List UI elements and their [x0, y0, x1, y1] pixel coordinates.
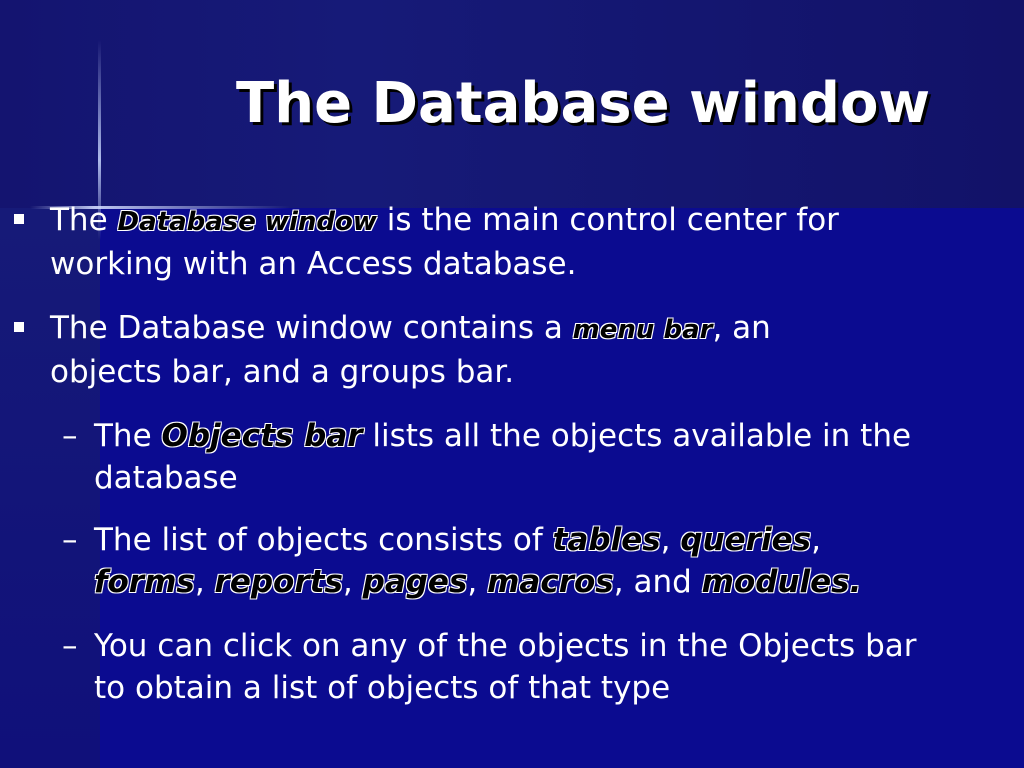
emphasis-forms: forms [94, 564, 195, 600]
emphasis-macros: macros [487, 564, 614, 600]
sub-bullet-3-line-1: You can click on any of the objects in t… [94, 628, 917, 664]
content-background [100, 208, 1024, 768]
text-segment: is the main control center for [376, 202, 839, 238]
text-segment: , [467, 564, 488, 600]
bullet-1-line-1: The Database window is the main control … [50, 198, 839, 244]
emphasis-pages: pages [362, 564, 468, 600]
sub-bullet-1-line-2: database [94, 460, 238, 496]
emphasis-tables: tables [552, 522, 661, 558]
text-segment: lists all the objects available in the [362, 418, 912, 454]
sub-bullet-2-line-1: The list of objects consists of tables, … [94, 518, 821, 562]
left-band [0, 208, 100, 768]
text-segment: The [50, 202, 118, 238]
bullet-marker [14, 322, 24, 332]
text-segment: The [94, 418, 162, 454]
bullet-1-line-2: working with an Access database. [50, 246, 577, 282]
slide-title: The Database window [236, 71, 931, 136]
text-segment: , [194, 564, 215, 600]
text-segment: , [811, 522, 821, 558]
emphasis-reports: reports [214, 564, 343, 600]
text-segment: , an [712, 310, 771, 346]
text-segment: , and [613, 564, 702, 600]
bullet-marker [14, 214, 24, 224]
sub-bullet-dash: – [62, 628, 78, 664]
text-segment: , [660, 522, 681, 558]
emphasis-database-window: Database window [117, 207, 377, 237]
sub-bullet-3-line-2: to obtain a list of objects of that type [94, 670, 671, 706]
emphasis-queries: queries [680, 522, 812, 558]
title-band [0, 0, 1024, 208]
text-segment: The list of objects consists of [94, 522, 553, 558]
bullet-2-line-2: objects bar, and a groups bar. [50, 354, 515, 390]
text-segment: , [342, 564, 363, 600]
emphasis-objects-bar: Objects bar [161, 418, 363, 454]
sub-bullet-2-line-2: forms, reports, pages, macros, and modul… [94, 560, 861, 604]
sub-bullet-1-line-1: The Objects bar lists all the objects av… [94, 414, 911, 458]
sub-bullet-dash: – [62, 522, 78, 558]
text-segment: The Database window contains a [50, 310, 573, 346]
emphasis-modules: modules. [701, 564, 862, 600]
bullet-2-line-1: The Database window contains a menu bar,… [50, 306, 771, 352]
emphasis-menu-bar: menu bar [572, 315, 713, 345]
vertical-glow-line [98, 40, 101, 240]
sub-bullet-dash: – [62, 418, 78, 454]
horizontal-glow-line [30, 206, 290, 209]
